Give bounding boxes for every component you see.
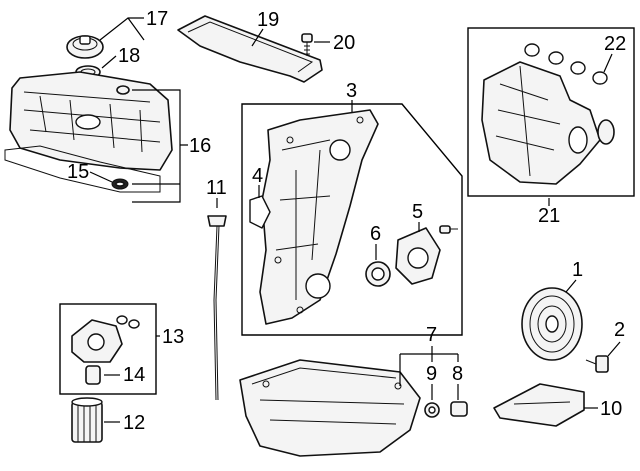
callout-16: 16 — [189, 135, 211, 157]
oil-filler-cap — [66, 35, 104, 59]
callout-22: 22 — [604, 33, 626, 55]
leader-19 — [251, 28, 264, 47]
oil-pan — [239, 359, 421, 457]
callout-9: 9 — [426, 363, 437, 385]
callout-3: 3 — [346, 80, 357, 102]
valve-cover-gasket — [4, 145, 161, 193]
cover-bolt — [301, 33, 313, 56]
oil-filter — [71, 397, 103, 443]
callout-11: 11 — [206, 177, 227, 199]
crankshaft-seal — [365, 261, 391, 287]
callout-7: 7 — [426, 324, 437, 346]
leader-18 — [101, 55, 117, 69]
timing-cover-box — [241, 103, 463, 336]
crankshaft-pulley — [521, 287, 583, 361]
leader-15 — [89, 171, 113, 183]
valve-cover — [9, 71, 173, 171]
splash-shield — [493, 383, 585, 427]
callout-8: 8 — [452, 363, 463, 385]
leader-2 — [607, 341, 621, 357]
timing-chain-cover — [259, 109, 379, 325]
callout-10: 10 — [600, 398, 622, 420]
callout-13: 13 — [162, 326, 184, 348]
engine-cover — [177, 15, 323, 83]
leader-16 — [132, 89, 188, 203]
timing-cover-seal — [249, 195, 271, 229]
intake-gaskets — [524, 43, 608, 85]
adapter-seals — [116, 315, 140, 329]
leader-7 — [399, 346, 458, 386]
callout-17: 17 — [146, 8, 168, 30]
timing-access-cover — [395, 227, 441, 285]
leader-22 — [603, 53, 613, 73]
cover-bolt-top — [116, 85, 130, 95]
intake-manifold — [481, 61, 615, 185]
callout-6: 6 — [370, 223, 381, 245]
callout-14: 14 — [123, 364, 145, 386]
callout-15: 15 — [67, 161, 89, 183]
oil-dipstick — [207, 215, 227, 401]
intake-manifold-box — [467, 27, 635, 197]
spark-plug-seal — [111, 178, 129, 190]
drain-washer — [424, 402, 440, 418]
leader-17 — [99, 17, 145, 41]
callout-4: 4 — [252, 165, 263, 187]
pulley-bolt — [585, 355, 609, 373]
oil-filter-adapter — [71, 319, 123, 363]
callout-1: 1 — [572, 259, 583, 281]
callout-5: 5 — [412, 201, 423, 223]
leader-1 — [565, 279, 577, 293]
callout-18: 18 — [118, 45, 140, 67]
callout-2: 2 — [614, 319, 625, 341]
callout-12: 12 — [123, 412, 145, 434]
filter-housing-box — [59, 303, 157, 395]
drain-plug — [450, 401, 468, 417]
callout-20: 20 — [333, 32, 355, 54]
access-cover-bolt — [439, 225, 458, 234]
callout-19: 19 — [257, 9, 279, 31]
filter-bolt — [85, 365, 101, 385]
callout-21: 21 — [538, 205, 560, 227]
